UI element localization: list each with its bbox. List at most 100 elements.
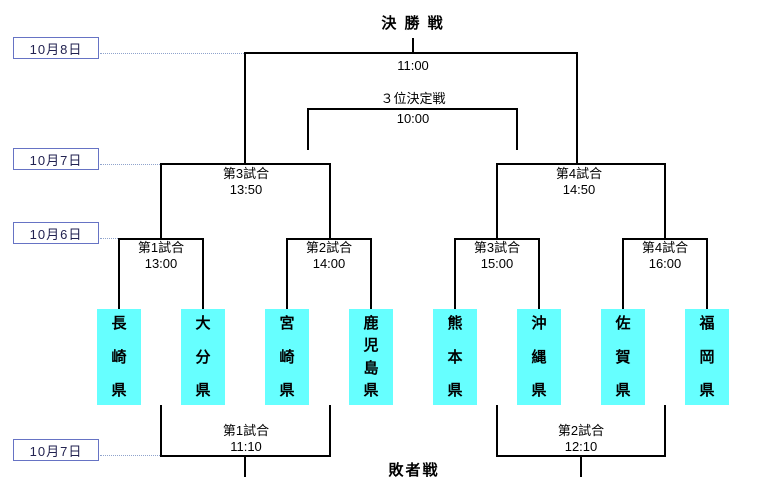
bracket-line — [664, 163, 666, 240]
bracket-line — [286, 238, 288, 310]
semifinal-1-time: 13:50 — [229, 182, 263, 197]
team-name-char: 本 — [447, 348, 463, 366]
team-name-char: 県 — [111, 382, 127, 399]
bracket-line — [496, 163, 666, 165]
consolation-match-1: 第1試合 11:10 — [223, 423, 269, 455]
semifinal-2-label: 第4試合 — [555, 166, 603, 181]
team-box-kumamoto: 熊本県 — [433, 309, 477, 405]
team-name-char: 沖 — [531, 315, 547, 332]
consolation-match-1-label: 第1試合 — [222, 423, 270, 438]
quarterfinal-4: 第4試合 16:00 — [642, 240, 688, 272]
date-box-consolation: 10月7日 — [13, 439, 99, 461]
semifinal-1: 第3試合 13:50 — [223, 166, 269, 198]
semifinal-1-label: 第3試合 — [222, 166, 270, 181]
team-name-char: 宮 — [279, 315, 295, 332]
team-box-saga: 佐賀県 — [601, 309, 645, 405]
date-box-semifinal: 10月7日 — [13, 148, 99, 170]
third-place-time: 10:00 — [396, 111, 430, 126]
consolation-match-2-label: 第2試合 — [557, 423, 605, 438]
team-box-oita: 大分県 — [181, 309, 225, 405]
date-connector — [100, 238, 118, 239]
bracket-line — [244, 52, 246, 165]
team-name-char: 県 — [195, 382, 211, 399]
bracket-line — [622, 238, 708, 240]
bracket-line — [118, 238, 204, 240]
quarterfinal-2: 第2試合 14:00 — [306, 240, 352, 272]
quarterfinal-3-label: 第3試合 — [473, 240, 521, 255]
team-name-char: 岡 — [699, 348, 715, 366]
date-connector — [100, 164, 160, 165]
team-name-char: 崎 — [279, 348, 295, 366]
bracket-line — [202, 238, 204, 310]
bracket-line — [706, 238, 708, 310]
team-name-char: 大 — [195, 315, 211, 332]
team-name-char: 分 — [195, 348, 211, 366]
bracket-line — [160, 163, 162, 240]
consolation-match-1-time: 11:10 — [230, 439, 262, 454]
date-connector — [100, 455, 160, 456]
bracket-line — [160, 163, 331, 165]
semifinal-2: 第4試合 14:50 — [556, 166, 602, 198]
consolation-match-2: 第2試合 12:10 — [558, 423, 604, 455]
bracket-line — [307, 108, 518, 110]
team-name-char: 賀 — [615, 348, 631, 366]
team-box-fukuoka: 福岡県 — [685, 309, 729, 405]
bracket-line — [576, 52, 578, 165]
bracket-line — [307, 108, 309, 150]
quarterfinal-3-time: 15:00 — [480, 256, 514, 271]
consolation-match-2-time: 12:10 — [564, 439, 598, 454]
team-name-char: 県 — [279, 382, 295, 399]
final-match-time: 11:00 — [397, 58, 429, 73]
bracket-line — [538, 238, 540, 310]
bracket-line — [664, 405, 666, 457]
team-name-char: 熊 — [447, 315, 463, 332]
team-name-char: 崎 — [111, 348, 127, 366]
team-name-char: 縄 — [531, 348, 547, 366]
bracket-line — [244, 52, 578, 54]
third-place-label: ３位決定戦 — [380, 91, 446, 106]
team-name-char: 児 — [363, 337, 379, 355]
team-box-okinawa: 沖縄県 — [517, 309, 561, 405]
quarterfinal-1-label: 第1試合 — [137, 240, 185, 255]
bracket-line — [412, 38, 414, 53]
team-box-nagasaki: 長崎県 — [97, 309, 141, 405]
team-name-char: 島 — [363, 359, 379, 377]
bracket-line — [370, 238, 372, 310]
bracket-line — [516, 108, 518, 150]
bracket-line — [622, 238, 624, 310]
bracket-line — [580, 455, 582, 477]
bracket-line — [244, 455, 246, 477]
bracket-line — [160, 405, 162, 457]
team-name-char: 佐 — [615, 315, 631, 332]
bracket-line — [496, 163, 498, 240]
bracket-line — [329, 405, 331, 457]
consolation-title: 敗者戦 — [388, 462, 440, 479]
date-box-quarterfinal: 10月6日 — [13, 222, 99, 244]
team-name-char: 鹿 — [363, 315, 379, 332]
team-name-char: 県 — [363, 381, 379, 399]
quarterfinal-4-time: 16:00 — [648, 256, 682, 271]
bracket-line — [118, 238, 120, 310]
bracket-line — [454, 238, 456, 310]
quarterfinal-1: 第1試合 13:00 — [138, 240, 184, 272]
team-name-char: 県 — [447, 382, 463, 399]
quarterfinal-4-label: 第4試合 — [641, 240, 689, 255]
quarterfinal-3: 第3試合 15:00 — [474, 240, 520, 272]
team-name-char: 長 — [111, 315, 127, 332]
bracket-line — [286, 238, 372, 240]
team-name-char: 福 — [699, 315, 715, 332]
date-box-final: 10月8日 — [13, 37, 99, 59]
team-name-char: 県 — [699, 382, 715, 399]
team-name-char: 県 — [531, 382, 547, 399]
bracket-line — [329, 163, 331, 240]
date-connector — [100, 53, 244, 54]
team-box-miyazaki: 宮崎県 — [265, 309, 309, 405]
bracket-line — [454, 238, 540, 240]
quarterfinal-2-label: 第2試合 — [305, 240, 353, 255]
bracket-line — [496, 405, 498, 457]
quarterfinal-2-time: 14:00 — [312, 256, 346, 271]
team-box-kagoshima: 鹿児島県 — [349, 309, 393, 405]
team-name-char: 県 — [615, 382, 631, 399]
quarterfinal-1-time: 13:00 — [144, 256, 178, 271]
